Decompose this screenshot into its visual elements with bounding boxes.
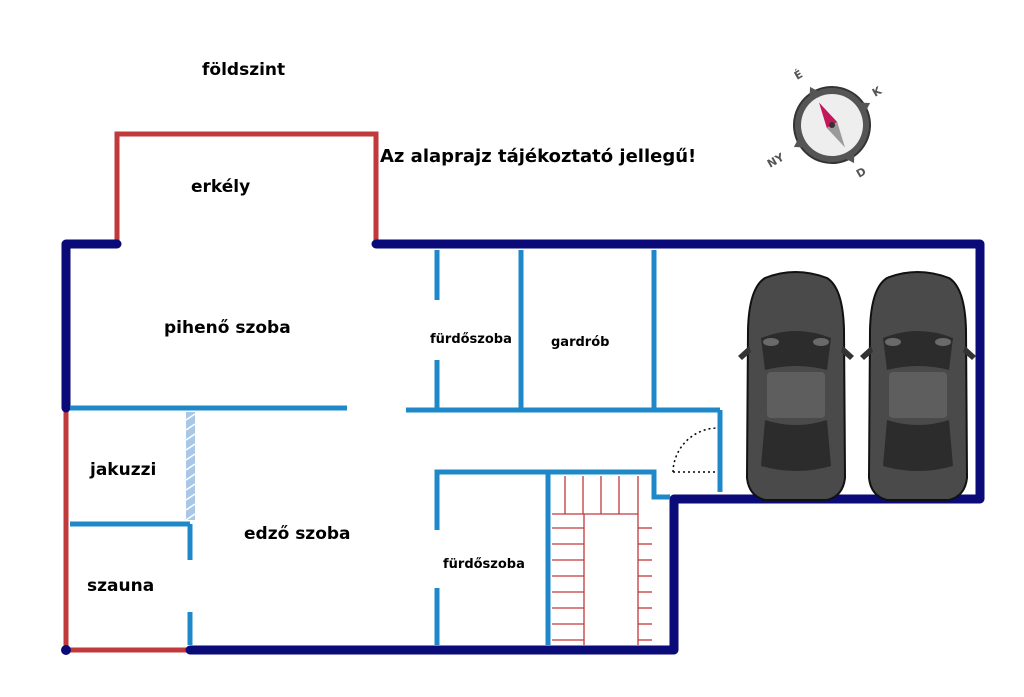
compass-west-label: NY [765, 150, 787, 170]
room-label-jakuzzi: jakuzzi [90, 460, 157, 480]
wall-corner-dot [61, 645, 71, 655]
floor-label: földszint [202, 60, 286, 80]
glass-partition [185, 412, 196, 521]
room-label-edzo-szoba: edző szoba [244, 524, 351, 544]
compass-north-label: É [792, 68, 805, 83]
car-icon [860, 271, 976, 501]
room-label-furdoszoba-lower: fürdőszoba [443, 557, 525, 572]
room-label-piheno-szoba: pihenő szoba [164, 318, 291, 338]
room-label-erkely: erkély [191, 177, 251, 197]
room-label-szauna: szauna [87, 576, 155, 596]
garage-door-swing [672, 427, 718, 473]
compass-icon [793, 86, 871, 164]
balcony-walls [63, 131, 379, 653]
compass-east-label: K [870, 84, 884, 100]
car-icon [738, 271, 854, 501]
inner-walls [70, 250, 723, 645]
room-label-gardrob: gardrób [551, 335, 610, 350]
staircase [552, 476, 652, 645]
room-label-furdoszoba-upper: fürdőszoba [430, 332, 512, 347]
disclaimer-text: Az alaprajz tájékoztató jellegű! [380, 146, 697, 167]
compass-south-label: D [854, 165, 868, 181]
